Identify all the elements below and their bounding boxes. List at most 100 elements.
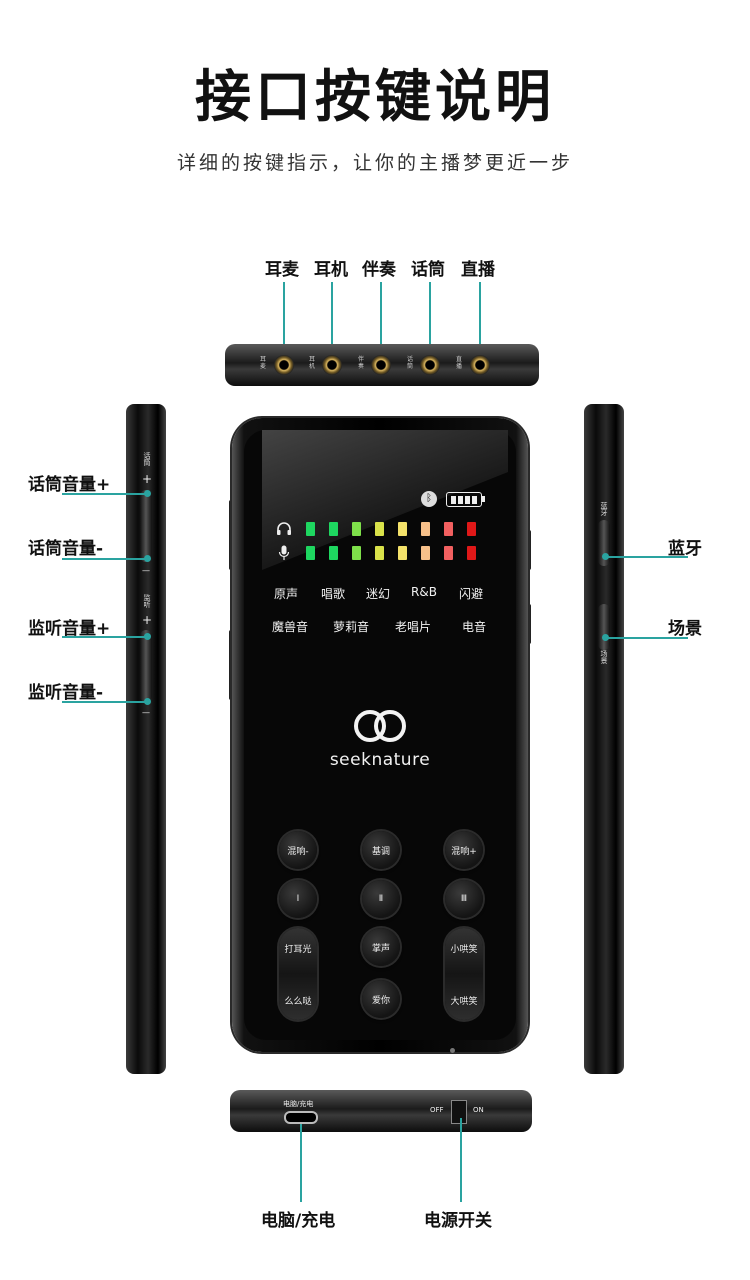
side-text: 场景: [600, 650, 608, 664]
callout-line: [62, 701, 148, 703]
effect-rnb[interactable]: R&B: [411, 585, 437, 599]
preset-2-button[interactable]: Ⅱ: [362, 880, 400, 918]
battery-cell: [458, 496, 463, 504]
side-button-edge: [229, 630, 233, 700]
sfx-kiss-label: 么么哒: [284, 997, 312, 1007]
device-right-side-view: [584, 404, 624, 1074]
callout-line: [331, 282, 333, 362]
pitch-button[interactable]: 基调: [362, 831, 400, 869]
led-segment: [375, 546, 384, 560]
led-segment: [467, 546, 476, 560]
brand-name: seeknature: [329, 750, 431, 770]
jack-label: 直播: [455, 356, 462, 370]
sfx-slap-label: 打耳光: [284, 945, 312, 955]
callout-line: [62, 636, 148, 638]
page-title: 接口按键说明: [195, 65, 555, 130]
power-switch[interactable]: [452, 1101, 466, 1123]
label-live: 直播: [461, 260, 495, 280]
earmic-jack[interactable]: [274, 355, 294, 375]
preset-3-button[interactable]: Ⅲ: [445, 880, 483, 918]
headphone-jack[interactable]: [322, 355, 342, 375]
page-subtitle: 详细的按键指示，让你的主播梦更近一步: [176, 152, 573, 174]
battery-cell: [472, 496, 477, 504]
callout-line: [300, 1124, 302, 1202]
brand-logo-icon: [354, 710, 406, 742]
battery-cell: [465, 496, 470, 504]
label-pc-charge: 电脑/充电: [261, 1211, 336, 1231]
callout-line: [380, 282, 382, 362]
reverb-down-button[interactable]: 混响-: [279, 831, 317, 869]
side-text: 蓝牙: [600, 502, 608, 516]
switch-on-label: ON: [473, 1106, 484, 1114]
callout-dot: [602, 553, 609, 560]
accompaniment-jack[interactable]: [371, 355, 391, 375]
led-segment: [421, 522, 430, 536]
label-power-switch: 电源开关: [424, 1211, 492, 1231]
callout-line: [429, 282, 431, 362]
callout-dot: [144, 490, 151, 497]
jack-label: 话筒: [406, 356, 413, 370]
sfx-big-laugh-label: 大哄笑: [450, 997, 478, 1007]
led-segment: [444, 522, 453, 536]
effect-monster[interactable]: 魔兽音: [272, 620, 309, 634]
callout-line: [62, 493, 148, 495]
side-text: —: [142, 566, 150, 575]
preset-1-button[interactable]: Ⅰ: [279, 880, 317, 918]
effect-psychedelic[interactable]: 迷幻: [366, 587, 391, 601]
led-segment: [398, 522, 407, 536]
switch-off-label: OFF: [430, 1106, 444, 1114]
usb-port[interactable]: [286, 1113, 316, 1122]
battery-cell: [451, 496, 456, 504]
led-segment: [306, 522, 315, 536]
led-segment: [421, 546, 430, 560]
callout-dot: [144, 555, 151, 562]
side-button-edge: [527, 530, 531, 570]
side-text: —: [142, 708, 150, 717]
jack-label: 伴奏: [357, 356, 364, 370]
effect-electro[interactable]: 电音: [462, 620, 487, 634]
label-monitor-volume-down: 监听音量-: [28, 683, 104, 703]
monitor-volume-rocker[interactable]: [140, 630, 152, 702]
effect-singing[interactable]: 唱歌: [321, 587, 346, 601]
callout-line: [283, 282, 285, 362]
sfx-right-pill-button[interactable]: [445, 928, 483, 1020]
mic-jack[interactable]: [420, 355, 440, 375]
scene-button[interactable]: [598, 604, 610, 650]
label-monitor-volume-up: 监听音量+: [28, 619, 111, 639]
led-segment: [352, 522, 361, 536]
led-segment: [329, 546, 338, 560]
label-accompaniment: 伴奏: [362, 260, 396, 280]
effect-original[interactable]: 原声: [274, 587, 299, 601]
effect-dodge[interactable]: 闪避: [459, 587, 484, 601]
effect-old-record[interactable]: 老唱片: [395, 620, 432, 634]
led-segment: [467, 522, 476, 536]
led-segment: [306, 546, 315, 560]
indicator-hole: [450, 1048, 455, 1053]
bluetooth-icon: ᛒ: [421, 491, 437, 507]
love-you-button[interactable]: 爱你: [362, 980, 400, 1018]
side-text: 监听: [143, 594, 151, 608]
side-text: +: [142, 613, 153, 627]
label-mic-volume-down: 话筒音量-: [28, 539, 104, 559]
sfx-small-laugh-label: 小哄笑: [450, 945, 478, 955]
led-segment: [398, 546, 407, 560]
label-mic-volume-up: 话筒音量+: [28, 475, 111, 495]
label-bluetooth: 蓝牙: [668, 539, 702, 559]
label-headphone: 耳机: [314, 260, 348, 280]
label-mic: 话筒: [411, 260, 445, 280]
reverb-up-button[interactable]: 混响+: [445, 831, 483, 869]
callout-line: [606, 637, 688, 639]
led-segment: [352, 546, 361, 560]
side-text: 话筒: [143, 452, 151, 466]
sfx-left-pill-button[interactable]: [279, 928, 317, 1020]
side-button-edge: [229, 500, 233, 570]
microphone-icon: [278, 545, 290, 560]
applause-button[interactable]: 掌声: [362, 928, 400, 966]
effect-loli[interactable]: 萝莉音: [333, 620, 370, 634]
live-jack[interactable]: [470, 355, 490, 375]
mic-volume-rocker[interactable]: [140, 490, 152, 562]
callout-line: [479, 282, 481, 362]
callout-dot: [144, 633, 151, 640]
side-button-edge: [527, 604, 531, 644]
callout-line: [460, 1118, 462, 1202]
